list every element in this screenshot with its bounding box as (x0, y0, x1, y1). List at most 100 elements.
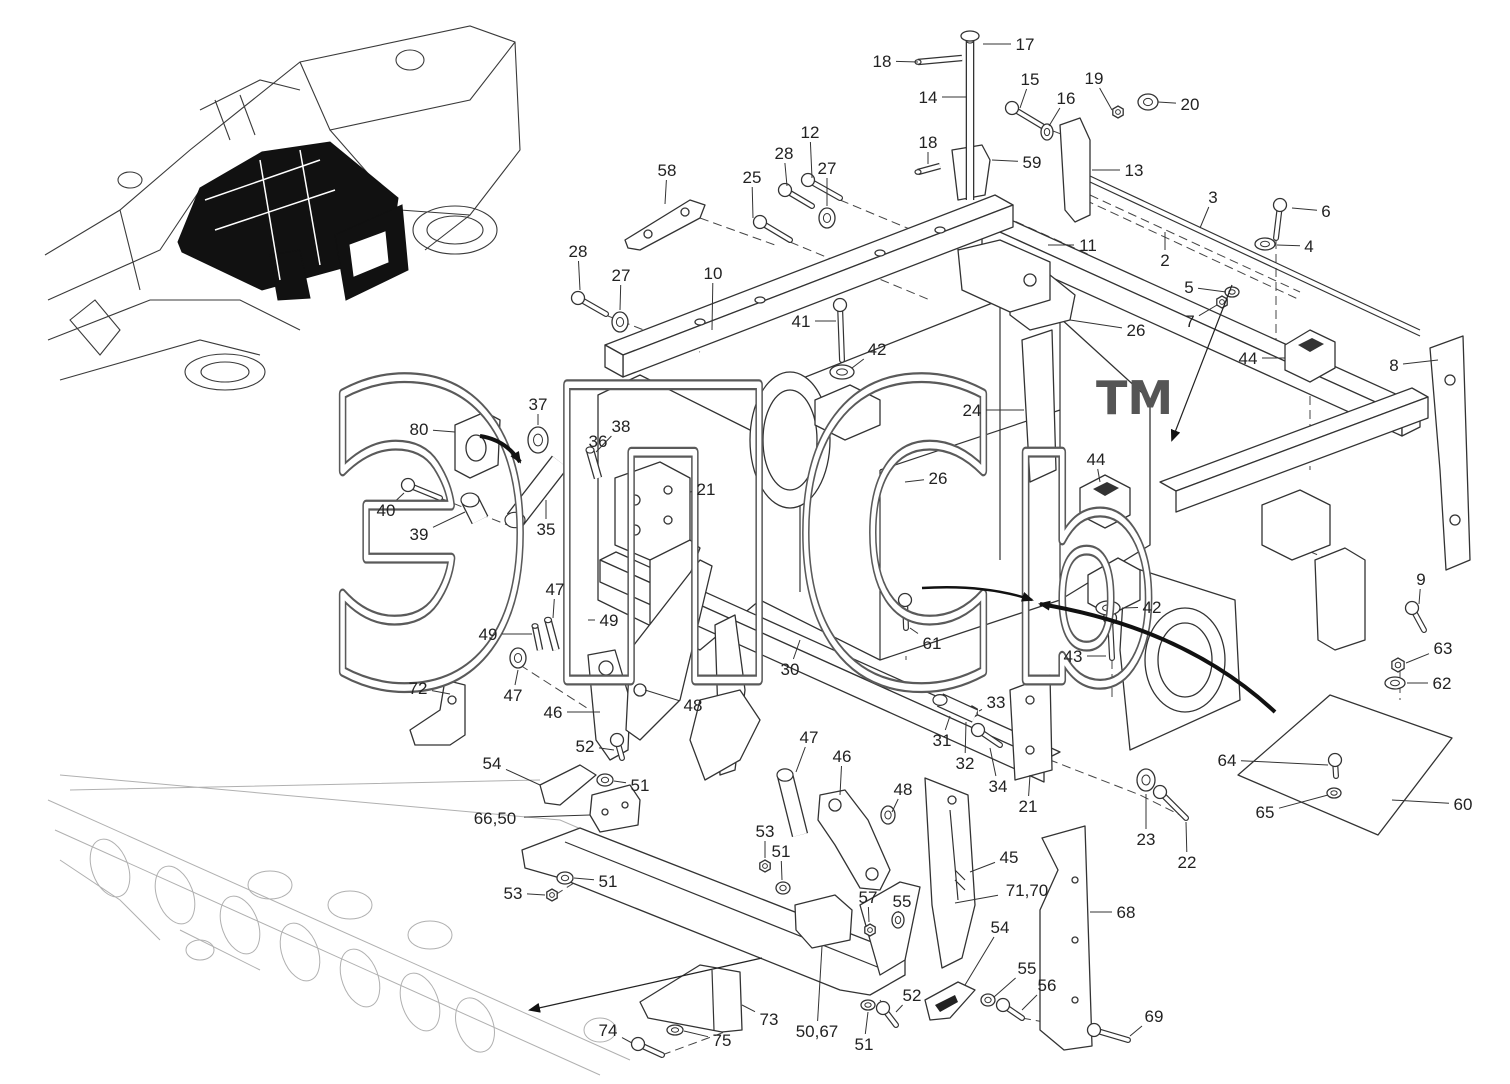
callout-label: 51 (772, 842, 791, 861)
hole (621, 801, 629, 809)
callout-leader (1199, 206, 1210, 229)
callout-label: 46 (833, 747, 852, 766)
callout-label: 40 (377, 501, 396, 520)
pin-end (776, 768, 794, 782)
bolt-head (400, 477, 416, 493)
nut (1112, 105, 1124, 119)
hole (1025, 745, 1035, 755)
hole (1023, 273, 1037, 287)
callout-label: 74 (599, 1021, 618, 1040)
callout-label: 35 (537, 520, 556, 539)
callout-leader (1185, 821, 1188, 853)
callout-leader (1197, 287, 1227, 293)
callout-label: 26 (1127, 321, 1146, 340)
hole (1071, 876, 1079, 884)
hole (663, 515, 673, 525)
nut-hole (1394, 661, 1402, 669)
bracket-8 (1429, 335, 1471, 571)
bolt-head (1327, 752, 1343, 768)
arrow (921, 585, 1034, 602)
bolt-head (875, 1000, 891, 1016)
bolt-head (995, 997, 1011, 1013)
callout-label: 18 (919, 133, 938, 152)
block-41 (814, 384, 881, 441)
bracket-13 (1059, 117, 1091, 223)
nut-hole (549, 892, 555, 898)
callout-leader (993, 977, 1016, 998)
callout-label: 75 (713, 1031, 732, 1050)
callout-leader (1276, 244, 1301, 247)
callout-label: 16 (1057, 89, 1076, 108)
side-plate-right (1314, 547, 1366, 651)
plate-21-right (1009, 674, 1053, 781)
callout-leader (573, 877, 595, 881)
callout-leader (1291, 207, 1318, 211)
callout-label: 13 (1125, 161, 1144, 180)
callout-label: 43 (1064, 647, 1083, 666)
bolt-head (630, 1036, 646, 1052)
washer-hole (615, 317, 625, 327)
callout-label: 72 (409, 679, 428, 698)
callout-leader (619, 284, 622, 311)
pin-end (543, 616, 553, 624)
callout-leader (644, 689, 680, 702)
callout-label: 33 (987, 693, 1006, 712)
pin-body (507, 456, 568, 526)
watermark-main: эпс (318, 180, 1008, 808)
callout-leader (784, 162, 788, 187)
watermark-main: эпс (318, 180, 1008, 808)
washer-hole (533, 433, 543, 447)
callout-label: 28 (569, 242, 588, 261)
callout-leader (904, 479, 925, 483)
callout-label: 34 (989, 777, 1008, 796)
callout-label: 44 (1087, 450, 1106, 469)
callout-label: 60 (1454, 795, 1473, 814)
callout-leader (711, 282, 714, 331)
arrow (479, 434, 522, 464)
nut-hole (1219, 299, 1225, 305)
hole (934, 226, 946, 234)
bolt-head (1272, 197, 1288, 213)
callout-label: 37 (529, 395, 548, 414)
hole (1444, 374, 1456, 386)
callout-label: 51 (599, 872, 618, 891)
callout-label: 69 (1145, 1007, 1164, 1026)
callout-label: 51 (631, 776, 650, 795)
callout-label: 42 (868, 340, 887, 359)
hole (465, 434, 487, 462)
callout-label: 8 (1389, 356, 1398, 375)
callout-label: 80 (410, 420, 429, 439)
part-54 (539, 764, 597, 806)
callout-label: 21 (1019, 797, 1038, 816)
callout-label: 54 (991, 918, 1010, 937)
hole (754, 296, 766, 304)
callout-label: 27 (612, 266, 631, 285)
callout-leader (621, 1037, 633, 1044)
callout-label: 62 (1433, 674, 1452, 693)
callout-leader (1069, 319, 1123, 329)
callout-leader (595, 435, 612, 453)
bracket-11 (957, 239, 1051, 313)
callout-label: 47 (504, 686, 523, 705)
callout-label: 52 (576, 737, 595, 756)
watermark-small: b (1008, 402, 1158, 751)
pin-end (932, 694, 948, 706)
callout-label: 31 (933, 731, 952, 750)
washer-hole (560, 874, 570, 882)
callout-label: 3 (1208, 188, 1217, 207)
pin-body (545, 619, 559, 651)
hole (1449, 514, 1461, 526)
plate-24 (1021, 329, 1057, 483)
pad-44 (1284, 329, 1336, 383)
lower-frame-plate (521, 827, 906, 996)
callout-leader (864, 1011, 869, 1035)
callout-leader (1240, 760, 1329, 766)
bracket-73 (639, 964, 743, 1033)
rod-part (1089, 175, 1421, 337)
watermark-small: b (1008, 402, 1158, 751)
nut-hole (867, 927, 873, 933)
callout-label: 51 (855, 1035, 874, 1054)
callout-label: 73 (760, 1010, 779, 1029)
callout-leader (598, 747, 615, 751)
callout-leader (1099, 87, 1113, 111)
